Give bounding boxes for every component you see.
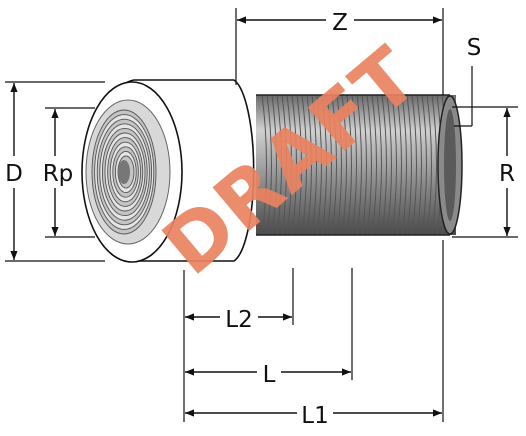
thread-crest xyxy=(411,95,417,235)
thread-crest xyxy=(276,95,282,235)
label-d: D xyxy=(5,161,23,187)
thread-crest xyxy=(351,95,357,235)
thread-crest xyxy=(321,95,327,235)
socket-bore-center xyxy=(118,160,130,184)
socket-body xyxy=(81,79,255,263)
dimension-labels: Z S D Rp R L2 L L1 xyxy=(2,6,521,429)
thread-crest xyxy=(426,95,432,235)
thread-crest xyxy=(401,95,407,235)
thread-crest xyxy=(271,95,277,235)
label-l1: L1 xyxy=(301,403,328,429)
thread-crest xyxy=(331,95,337,235)
thread-crest xyxy=(361,95,367,235)
label-z: Z xyxy=(332,10,348,36)
thread-crest xyxy=(381,95,387,235)
thread-crest xyxy=(341,95,347,235)
thread-crest xyxy=(311,95,317,235)
thread-crest xyxy=(306,95,312,235)
label-rp: Rp xyxy=(43,161,74,187)
thread-crest xyxy=(431,95,437,235)
thread-crest xyxy=(391,95,397,235)
thread-crest xyxy=(291,95,297,235)
extension-lines xyxy=(5,8,518,422)
thread-crest xyxy=(421,95,427,235)
thread-crest xyxy=(316,95,322,235)
thread-crest xyxy=(356,95,362,235)
thread-crest xyxy=(286,95,292,235)
label-r: R xyxy=(499,161,515,187)
thread-crest xyxy=(261,95,267,235)
thread-crest xyxy=(376,95,382,235)
thread-crest xyxy=(386,95,392,235)
thread-crest xyxy=(371,95,377,235)
label-s: S xyxy=(467,35,482,61)
thread-crest xyxy=(301,95,307,235)
thread-crest xyxy=(326,95,332,235)
thread-crest xyxy=(406,95,412,235)
label-l: L xyxy=(263,362,276,388)
thread-crest xyxy=(266,95,272,235)
label-l2: L2 xyxy=(225,307,252,333)
thread-crest xyxy=(416,95,422,235)
thread-crest xyxy=(296,95,302,235)
thread-lines xyxy=(261,95,456,235)
thread-crest xyxy=(346,95,352,235)
male-thread-section xyxy=(256,94,463,236)
thread-crest xyxy=(396,95,402,235)
thread-crest xyxy=(336,95,342,235)
thread-end-bore xyxy=(444,109,456,221)
thread-crest xyxy=(281,95,287,235)
thread-crest xyxy=(366,95,372,235)
